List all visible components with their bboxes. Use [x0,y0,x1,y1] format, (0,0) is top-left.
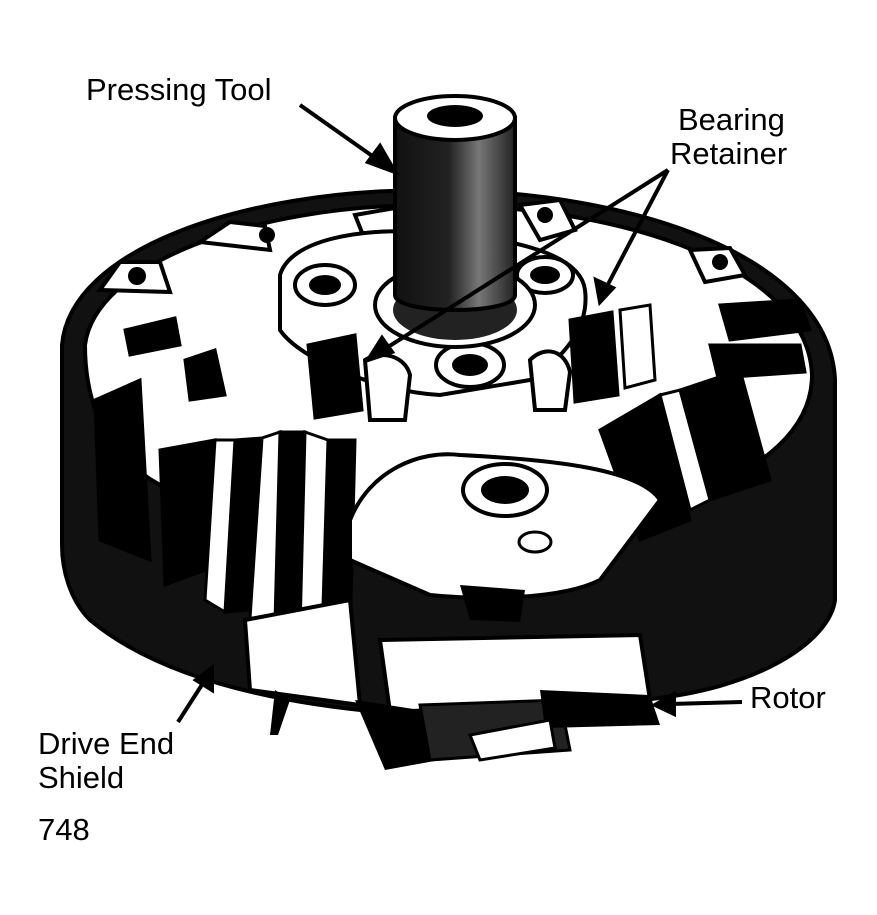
leader-lines [176,103,743,724]
rotor-label: Rotor [750,680,826,715]
bearing-retainer-label-line1: Bearing [678,102,785,137]
pressing-tool [393,94,517,312]
bearing-retainer-label-line2: Retainer [670,136,788,171]
figure-number: 748 [38,812,90,847]
pressing-tool-label: Pressing Tool [86,72,272,107]
drive-end-shield-label-line2: Shield [38,760,125,795]
bearing-retainer [306,303,657,422]
drive-end-shield-label-line1: Drive End [38,726,175,761]
rotor [270,690,660,770]
fin-ribs [203,388,712,643]
